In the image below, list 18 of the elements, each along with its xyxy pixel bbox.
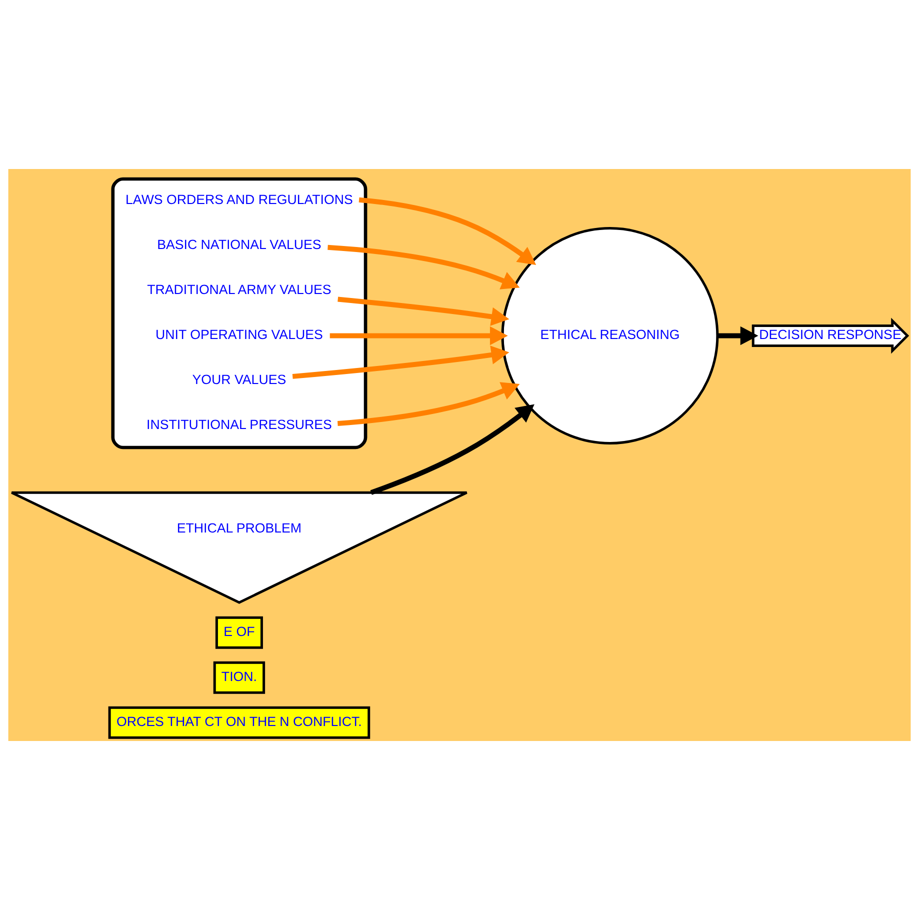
node-text: LAWS ORDERS AND REGULATIONS: [126, 192, 353, 207]
arrow: [358, 197, 536, 266]
arrow: [370, 404, 534, 495]
node-box: ORCES THAT CT ON THE N CONFLICT.: [108, 706, 370, 739]
arrow: [292, 346, 510, 379]
node-text: YOUR VALUES: [192, 372, 286, 387]
node-text: BASIC NATIONAL VALUES: [157, 236, 322, 252]
node-circle: ETHICAL REASONING: [501, 227, 719, 444]
node-box: E OF: [215, 616, 263, 649]
node-box: TION.: [213, 661, 266, 694]
node-text: UNIT OPERATING VALUES: [156, 326, 323, 342]
arrow: [328, 244, 520, 290]
node-text: TRADITIONAL ARMY VALUES: [147, 282, 332, 297]
arrow: [718, 326, 758, 346]
arrow: [337, 382, 520, 426]
arrow: [330, 326, 508, 346]
node-text: INSTITUTIONAL PRESSURES: [146, 416, 332, 432]
cluster: [111, 177, 368, 450]
